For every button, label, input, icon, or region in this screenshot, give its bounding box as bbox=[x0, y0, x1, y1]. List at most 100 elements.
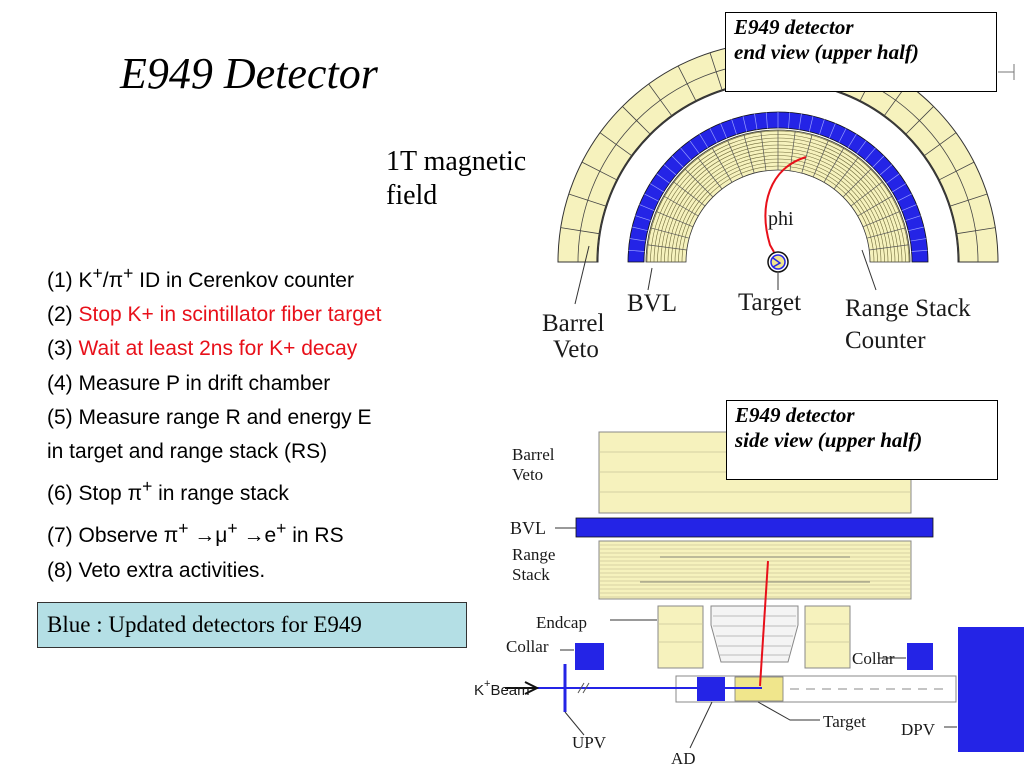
dpv-label: DPV bbox=[901, 720, 936, 739]
beam-arrow-icon bbox=[505, 681, 540, 695]
range-stack-segment-line bbox=[812, 139, 829, 178]
mu-symbol: μ bbox=[215, 524, 228, 548]
range-stack-segment-line bbox=[842, 168, 872, 198]
range-stack-segment-line bbox=[673, 181, 706, 207]
range-stack-segment-line bbox=[663, 195, 699, 217]
endcap-layers bbox=[658, 623, 850, 643]
superscript: + bbox=[142, 476, 153, 497]
step-text: Veto extra activities. bbox=[78, 558, 266, 582]
barrel-veto-segment-line bbox=[939, 161, 975, 181]
step-text: Measure range R and energy E bbox=[78, 405, 372, 429]
step-2: (2) Stop K+ in scintillator fiber target bbox=[47, 298, 381, 332]
bvl-pointer bbox=[647, 267, 653, 291]
bvl-segment-line bbox=[680, 147, 692, 161]
range-stack-segment-line bbox=[743, 134, 755, 174]
step-7: (7) Observe π+ →μ+ →e+ in RS bbox=[47, 511, 381, 553]
bvl-segment-line bbox=[892, 183, 907, 193]
phi-label: phi bbox=[768, 208, 794, 230]
ad-label: AD bbox=[671, 749, 696, 768]
step-4: (4) Measure P in drift chamber bbox=[47, 367, 381, 401]
bvl-segment-line bbox=[731, 119, 737, 135]
range-stack-layers bbox=[600, 544, 910, 598]
side-barrel-veto-label: Barrel bbox=[512, 445, 555, 464]
step-number: (3) bbox=[47, 337, 73, 361]
barrel-veto-segment-line bbox=[568, 193, 606, 207]
range-stack-segments bbox=[647, 130, 909, 251]
bvl-segment-line bbox=[656, 173, 670, 184]
collar-right-block bbox=[907, 643, 933, 670]
step-5-continued: in target and range stack (RS) bbox=[47, 435, 381, 469]
bvl-segment-line bbox=[911, 249, 928, 252]
barrel-veto-label: Barrel bbox=[542, 310, 605, 337]
barrel-veto-label: Veto bbox=[553, 336, 599, 363]
barrel-veto-segment-line bbox=[677, 65, 697, 101]
pion-track bbox=[764, 156, 807, 253]
dpv-block bbox=[958, 627, 1024, 752]
step-text: ID in Cerenkov counter bbox=[133, 269, 354, 292]
barrel-veto-segment-line bbox=[599, 132, 632, 156]
bvl-segment-line bbox=[649, 183, 664, 193]
bvl-segment-line bbox=[828, 123, 836, 139]
caption-line: end view (upper half) bbox=[734, 40, 919, 64]
step-number: (7) bbox=[47, 524, 73, 548]
range-stack-segment-line bbox=[650, 227, 690, 239]
beam-marker bbox=[772, 257, 782, 268]
side-view-diagram: Barrel Veto BVL Range Stack Endcap Colla… bbox=[474, 431, 1024, 768]
collar-left-block bbox=[575, 643, 604, 670]
range-stack-segment-line bbox=[711, 147, 733, 183]
step-5: (5) Measure range R and energy E bbox=[47, 401, 381, 435]
range-stack-label: Range Stack bbox=[845, 295, 971, 322]
bvl-segment-line bbox=[632, 226, 648, 232]
bvl-segment-line bbox=[864, 147, 876, 161]
bvl-segment-line bbox=[798, 113, 802, 130]
range-stack-label: Counter bbox=[845, 327, 926, 354]
range-stack-block bbox=[598, 540, 912, 600]
range-stack-segment-line bbox=[697, 157, 723, 190]
barrel-veto-segment-line bbox=[581, 161, 617, 181]
collar-right-label: Collar bbox=[852, 649, 895, 668]
step-text: / bbox=[102, 269, 109, 292]
step-number: (4) bbox=[47, 371, 73, 395]
bvl-segment-line bbox=[886, 173, 900, 184]
bvl-segment-line bbox=[908, 226, 924, 232]
drift-chamber bbox=[710, 605, 799, 663]
barrel-veto-segment-line bbox=[950, 193, 988, 207]
pi-symbol: π bbox=[163, 524, 179, 548]
legend-note: Blue : Updated detectors for E949 bbox=[37, 602, 467, 648]
range-stack-segment-line bbox=[727, 139, 744, 178]
bvl-segment-line bbox=[910, 238, 927, 242]
arrow-symbol: → bbox=[188, 524, 216, 548]
caption-line: E949 detector bbox=[735, 403, 855, 427]
barrel-veto-segment-line bbox=[956, 227, 996, 235]
bvl-segment-line bbox=[720, 123, 728, 139]
beam-word-label: Beam bbox=[490, 682, 529, 699]
step-text-highlight: Stop K+ in scintillator fiber target bbox=[78, 303, 382, 327]
caption-line: E949 detector bbox=[734, 15, 854, 39]
bvl-segments bbox=[628, 112, 928, 252]
bvl-block bbox=[575, 517, 934, 538]
bvl-segment-line bbox=[819, 119, 825, 135]
bvl-segment-line bbox=[709, 128, 718, 143]
bvl-segment-line bbox=[838, 128, 847, 143]
superscript: + bbox=[227, 518, 238, 539]
step-number: (5) bbox=[47, 405, 73, 429]
barrel-veto-segment-line bbox=[648, 83, 672, 116]
superscript: + bbox=[276, 518, 287, 539]
pipe-break bbox=[577, 682, 585, 694]
bvl-segment-line bbox=[788, 112, 791, 129]
step-text: in range stack bbox=[152, 482, 289, 506]
bvl-segment-line bbox=[905, 215, 921, 221]
pipe-break bbox=[582, 682, 590, 694]
range-stack-segment-line bbox=[655, 211, 694, 228]
drift-chamber-layers bbox=[713, 615, 796, 656]
bvl-segment-line bbox=[629, 238, 646, 242]
bvl-segment-line bbox=[663, 164, 677, 176]
endcap-left bbox=[657, 605, 704, 669]
range-stack-segment-line bbox=[647, 244, 687, 251]
step-text: Measure P in drift chamber bbox=[78, 371, 331, 395]
bvl-segment-line bbox=[628, 249, 645, 252]
step-8: (8) Veto extra activities. bbox=[47, 554, 381, 588]
pi-symbol: π bbox=[127, 482, 143, 506]
step-1: (1) K+/π+ ID in Cerenkov counter bbox=[47, 256, 381, 298]
